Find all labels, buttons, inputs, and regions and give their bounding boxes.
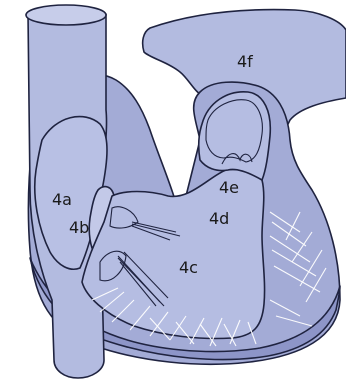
- left-vessel-opening: [26, 5, 106, 25]
- label-4b: 4b: [69, 218, 89, 237]
- label-4c: 4c: [179, 258, 198, 277]
- label-4e: 4e: [219, 178, 239, 197]
- label-4f: 4f: [237, 52, 253, 71]
- label-4a: 4a: [52, 190, 72, 209]
- label-4d: 4d: [209, 209, 229, 228]
